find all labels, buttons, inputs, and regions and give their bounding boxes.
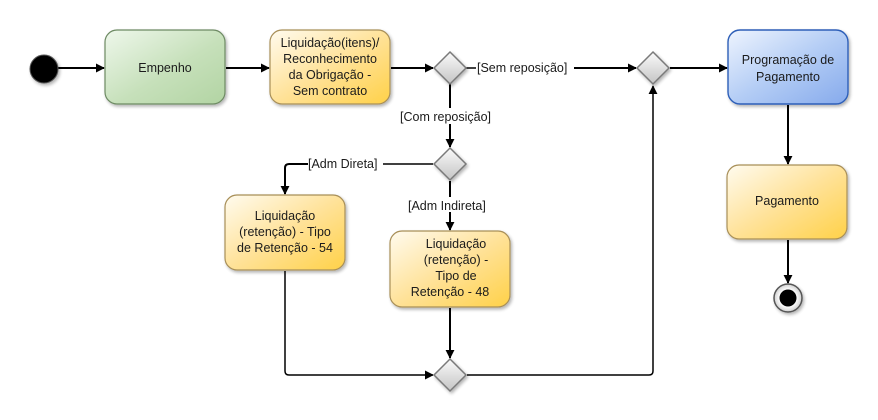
action-programacao-line-1: Programação de xyxy=(742,53,834,67)
guard-adm-direta: [Adm Direta] xyxy=(308,157,377,171)
merge-retencao[interactable] xyxy=(432,357,468,393)
action-empenho[interactable]: Empenho xyxy=(104,29,226,105)
action-liquidacao-retencao-48[interactable]: Liquidação (retenção) - Tipo de Retenção… xyxy=(389,230,511,308)
guard-com-reposicao: [Com reposição] xyxy=(400,110,491,124)
edge-liquidacao-54-to-merge xyxy=(284,271,434,380)
action-pagamento[interactable]: Pagamento xyxy=(726,164,848,240)
action-liquidacao-itens-line-4: Sem contrato xyxy=(293,84,367,98)
decision-adm[interactable] xyxy=(432,146,468,182)
action-empenho-label: Empenho xyxy=(138,61,192,75)
action-programacao-line-2: Pagamento xyxy=(756,70,820,84)
action-liquidacao-itens-line-1: Liquidação(itens)/ xyxy=(281,36,380,50)
action-liquidacao-itens[interactable]: Liquidação(itens)/ Reconhecimento da Obr… xyxy=(269,29,391,105)
action-liquidacao-48-line-3: Tipo de xyxy=(435,269,476,283)
final-node[interactable] xyxy=(773,283,803,313)
merge-pagamento[interactable] xyxy=(635,50,671,86)
guard-adm-indireta: [Adm Indireta] xyxy=(408,199,486,213)
decision-reposicao[interactable] xyxy=(432,50,468,86)
edges xyxy=(58,63,793,380)
action-liquidacao-itens-line-2: Reconhecimento xyxy=(283,52,377,66)
action-liquidacao-48-line-2: (retenção) - xyxy=(424,253,489,267)
action-liquidacao-54-line-2: (retenção) - Tipo xyxy=(239,225,331,239)
initial-node[interactable] xyxy=(29,54,59,84)
action-pagamento-label: Pagamento xyxy=(755,194,819,208)
action-liquidacao-itens-line-3: da Obrigação - xyxy=(289,68,372,82)
action-programacao-pagamento[interactable]: Programação de Pagamento xyxy=(727,29,849,105)
guard-sem-reposicao: [Sem reposição] xyxy=(477,61,567,75)
edge-adm-direta-b xyxy=(280,163,308,195)
action-liquidacao-48-line-1: Liquidação xyxy=(426,237,487,251)
action-liquidacao-48-line-4: Retenção - 48 xyxy=(411,285,490,299)
action-liquidacao-retencao-54[interactable]: Liquidação (retenção) - Tipo de Retenção… xyxy=(224,194,346,271)
edge-merge-retencao-to-merge-pagamento xyxy=(467,85,658,376)
action-liquidacao-54-line-3: de Retenção - 54 xyxy=(237,241,333,255)
action-liquidacao-54-line-1: Liquidação xyxy=(255,209,316,223)
